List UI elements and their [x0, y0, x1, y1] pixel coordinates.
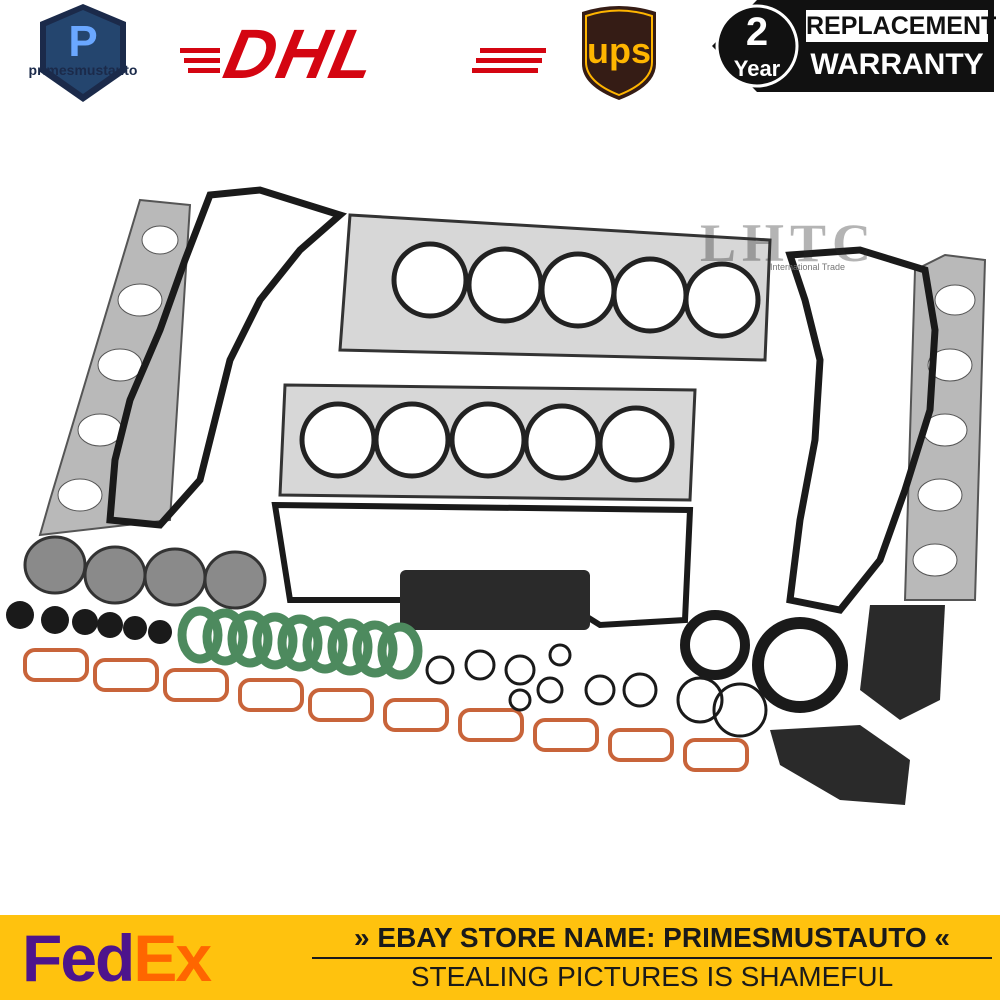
dhl-stripes-icon	[180, 48, 546, 73]
head-gasket-top	[338, 213, 772, 362]
dhl-logo: DHL	[180, 12, 550, 93]
ups-wordmark: ups	[586, 30, 651, 71]
ups-shield-icon	[582, 6, 656, 100]
brand-name: primesmustauto	[28, 62, 138, 78]
warranty-years-number: 2	[745, 10, 769, 54]
ups-logo: ups	[578, 2, 660, 102]
valve-stem-seals	[400, 570, 590, 630]
footer-divider	[312, 957, 992, 959]
warranty-line-2: WARRANTY	[806, 46, 988, 84]
right-manifold-gasket	[903, 253, 987, 601]
rubber-plugs	[6, 601, 172, 644]
footer-slogan: STEALING PICTURES IS SHAMEFUL	[410, 961, 894, 992]
assorted-o-rings	[425, 643, 768, 738]
watermark-logo: LHTC	[700, 213, 878, 273]
shield-icon: P	[40, 4, 126, 102]
svg-text:P: P	[68, 17, 97, 66]
crankshaft-seals	[680, 610, 848, 713]
brand-logo: P primesmustauto	[18, 2, 148, 110]
dhl-wordmark: DHL	[217, 15, 385, 93]
double-chevron-left-icon: «	[934, 922, 950, 953]
timing-cover-gasket	[271, 501, 694, 629]
green-intake-seals	[177, 606, 423, 680]
double-chevron-right-icon: »	[354, 922, 370, 953]
fedex-wordmark-part1: Fed	[22, 921, 135, 995]
watermark-text: International Trade	[770, 262, 846, 272]
orange-intake-gaskets	[23, 648, 749, 772]
right-valve-cover-gasket	[785, 246, 939, 614]
warranty-badge: 2 Year REPLACEMENT WARRANTY	[712, 0, 997, 92]
warranty-years-word: Year	[733, 56, 781, 81]
gasket-set-image	[6, 186, 987, 805]
fedex-wordmark-part2: Ex	[133, 921, 212, 995]
tensioner-gaskets	[770, 605, 945, 805]
fedex-logo: FedEx	[22, 920, 312, 998]
warranty-line-1: REPLACEMENT	[806, 10, 997, 42]
store-name-line: » EBAY STORE NAME: PRIMESMUSTAUTO «	[312, 922, 992, 954]
head-gasket-bottom	[278, 383, 697, 502]
left-valve-cover-gasket	[106, 186, 348, 529]
exhaust-flange-gaskets	[23, 535, 267, 610]
left-manifold-gasket	[38, 198, 192, 537]
store-name-label: EBAY STORE NAME: PRIMESMUSTAUTO	[377, 922, 927, 953]
